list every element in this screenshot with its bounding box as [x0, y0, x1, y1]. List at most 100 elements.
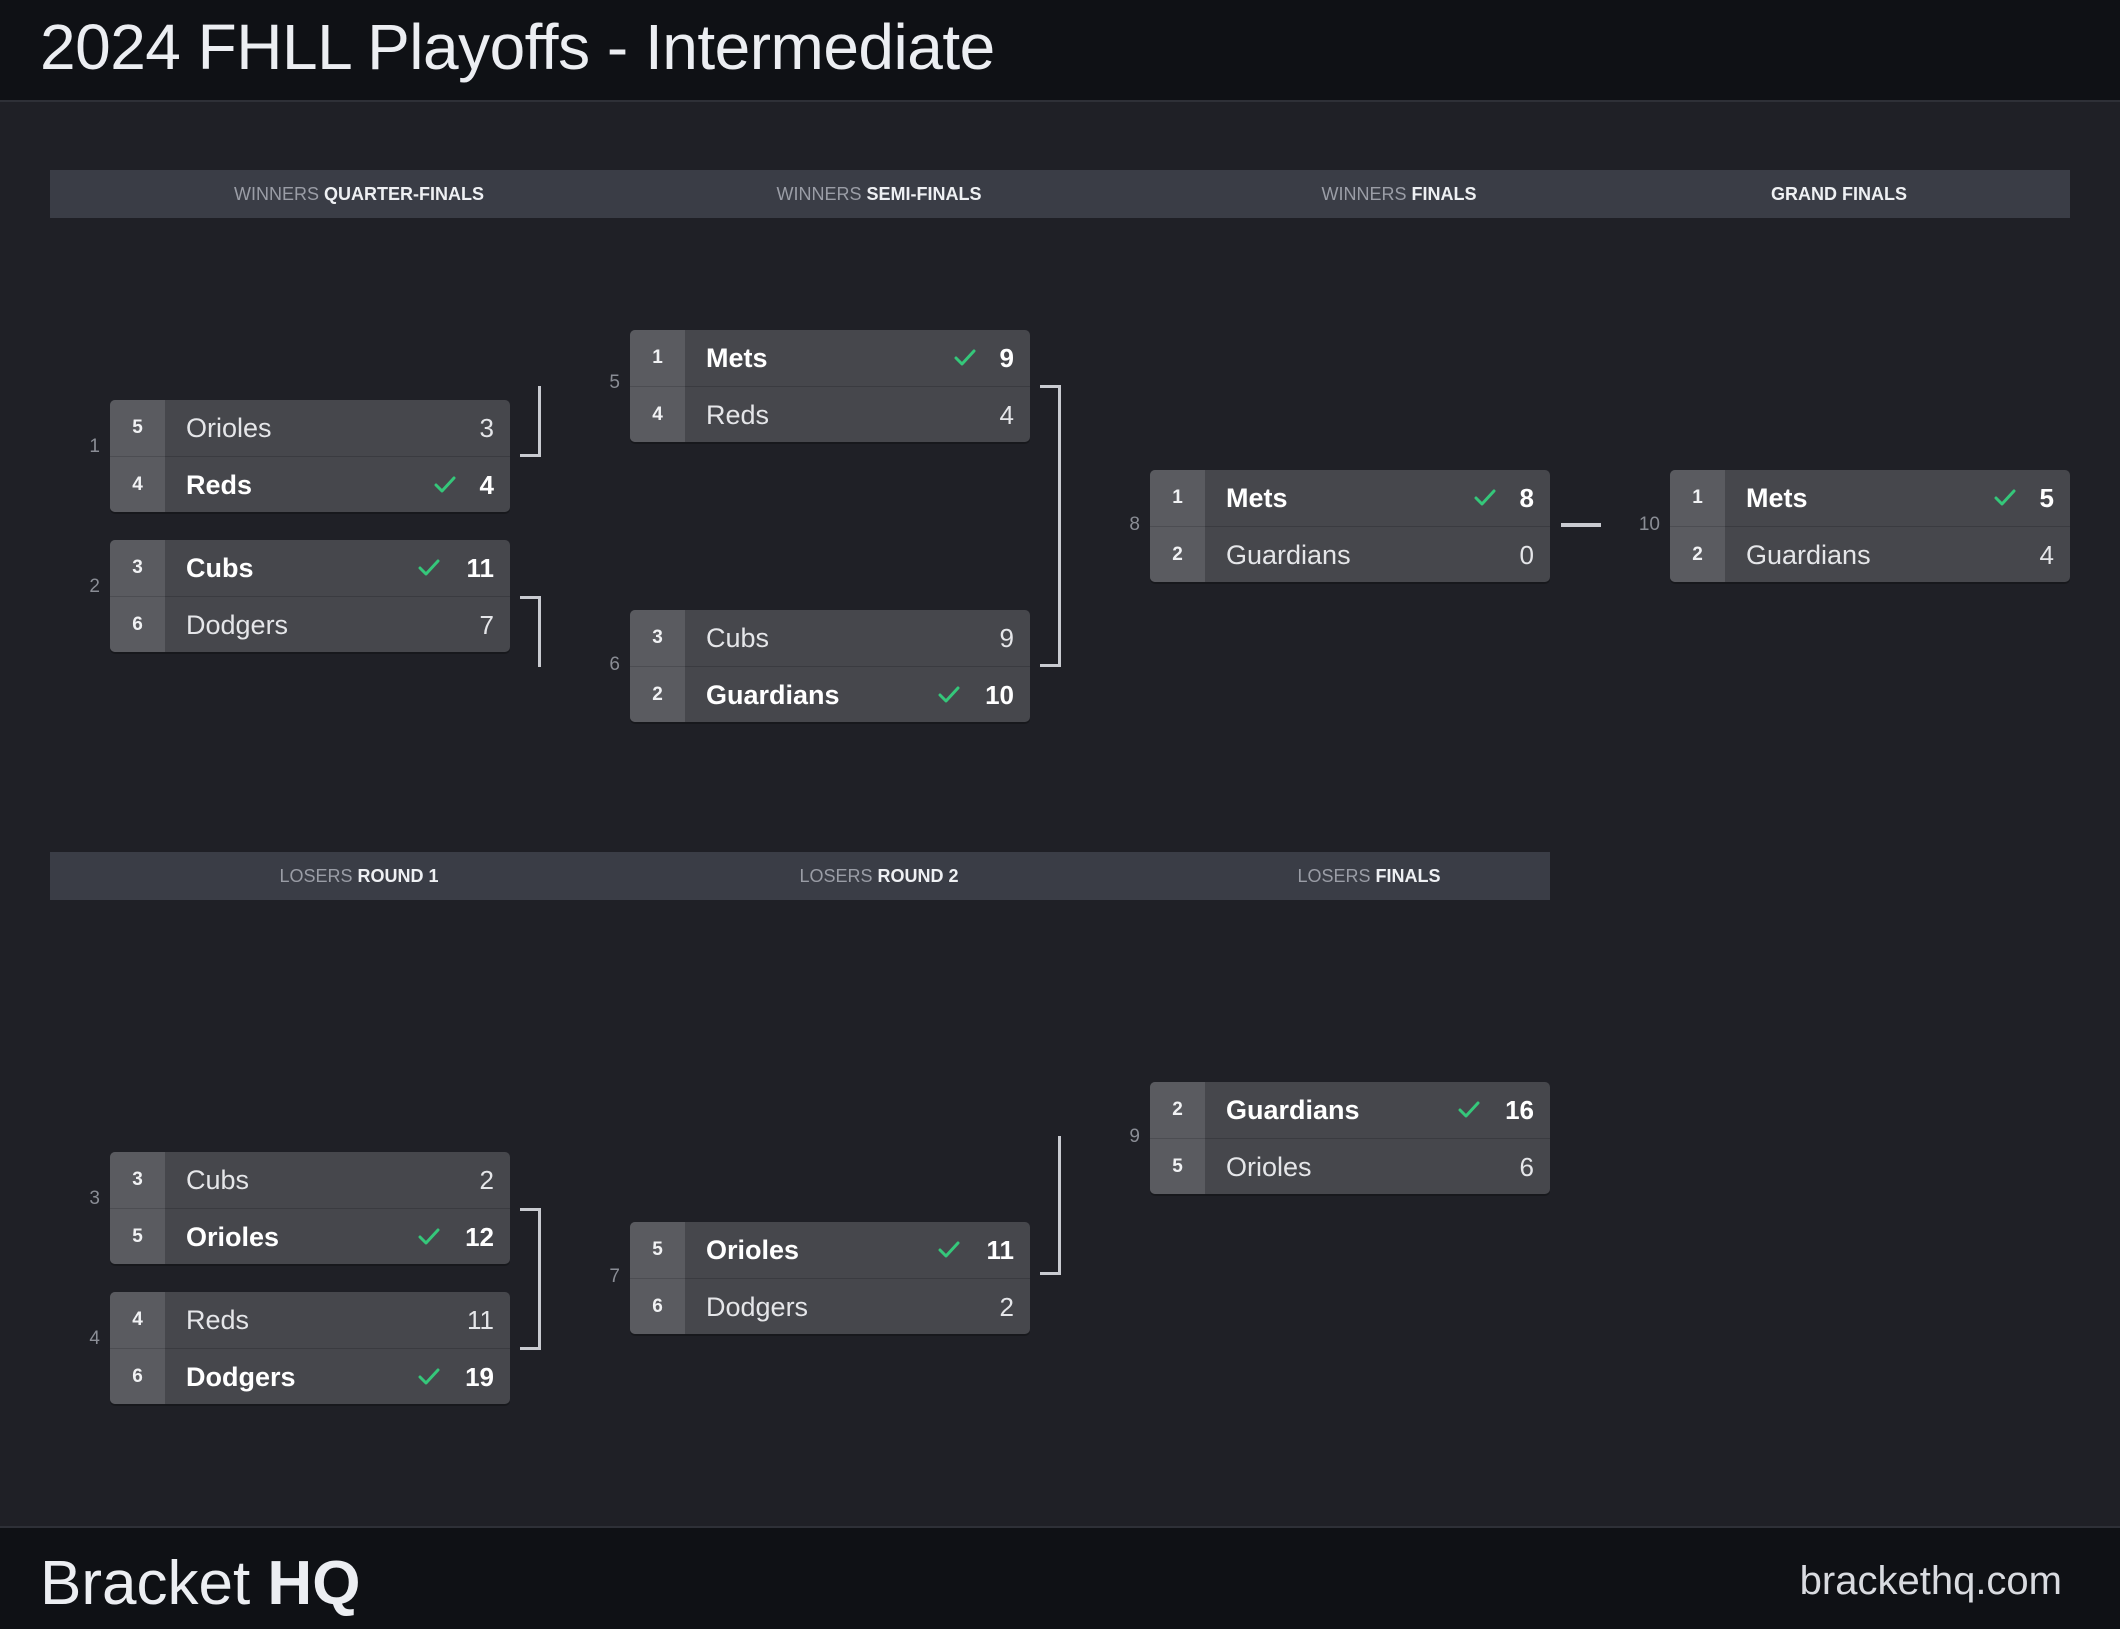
- footer-bar: Bracket HQ brackethq.com: [0, 1526, 2120, 1629]
- match-number: 5: [609, 372, 620, 393]
- team-name[interactable]: Guardians: [1746, 540, 1871, 570]
- round-header-winners-finals: WINNERS FINALS: [1321, 184, 1477, 204]
- team-name[interactable]: Orioles: [186, 413, 272, 443]
- page-title: 2024 FHLL Playoffs - Intermediate: [40, 11, 995, 83]
- round-header-losers-round-1: LOSERS ROUND 1: [279, 866, 439, 886]
- seed-number: 4: [630, 386, 685, 442]
- team-name[interactable]: Mets: [1226, 483, 1288, 513]
- connector-m8-m10: [1561, 523, 1601, 527]
- connector-m7-m9: [1040, 1136, 1061, 1275]
- seed-number: 3: [630, 610, 685, 666]
- team-score: 4: [479, 470, 494, 500]
- seed-number: 5: [110, 400, 165, 456]
- brand-logo[interactable]: Bracket HQ: [40, 1548, 360, 1619]
- round-header-winners-quarter-finals: WINNERS QUARTER-FINALS: [234, 184, 484, 204]
- match-number: 8: [1129, 514, 1140, 535]
- winner-check-icon: [418, 1367, 440, 1387]
- seed-number: 6: [110, 596, 165, 652]
- team-name[interactable]: Orioles: [706, 1235, 800, 1265]
- brand-logo-bold: HQ: [267, 1549, 361, 1618]
- seed-number: 4: [110, 456, 165, 512]
- header-bar: 2024 FHLL Playoffs - Intermediate: [0, 0, 2120, 102]
- team-name[interactable]: Orioles: [1226, 1152, 1312, 1182]
- team-name[interactable]: Reds: [186, 470, 253, 500]
- winner-check-icon: [1994, 488, 2016, 508]
- seed-number: 5: [1150, 1138, 1205, 1194]
- winner-check-icon: [418, 558, 440, 578]
- seed-number: 3: [110, 540, 165, 596]
- team-name[interactable]: Orioles: [186, 1222, 280, 1252]
- match-number: 2: [89, 576, 100, 597]
- team-name[interactable]: Dodgers: [186, 1362, 296, 1392]
- brand-logo-light: Bracket: [40, 1549, 268, 1618]
- team-name[interactable]: Mets: [1746, 483, 1808, 513]
- seed-number: 1: [1150, 470, 1205, 526]
- winner-check-icon: [1474, 488, 1496, 508]
- winner-check-icon: [938, 1240, 960, 1260]
- round-header-losers-finals: LOSERS FINALS: [1297, 866, 1441, 886]
- team-name[interactable]: Guardians: [1226, 540, 1351, 570]
- winner-check-icon: [938, 685, 960, 705]
- team-name[interactable]: Reds: [186, 1305, 250, 1335]
- team-score: 0: [1519, 540, 1534, 570]
- team-score: 4: [2039, 540, 2054, 570]
- team-name[interactable]: Dodgers: [186, 610, 289, 640]
- match-number: 10: [1638, 514, 1660, 535]
- team-row[interactable]: 4 Reds 4: [110, 456, 510, 512]
- team-name[interactable]: Mets: [706, 343, 768, 373]
- team-name[interactable]: Cubs: [706, 623, 770, 653]
- team-name[interactable]: Dodgers: [706, 1292, 809, 1322]
- site-link[interactable]: brackethq.com: [1799, 1559, 2062, 1603]
- team-name[interactable]: Cubs: [186, 553, 254, 583]
- team-name[interactable]: Cubs: [186, 1165, 250, 1195]
- seed-number: 3: [110, 1152, 165, 1208]
- winner-check-icon: [434, 475, 456, 495]
- match-number: 3: [89, 1188, 100, 1209]
- team-name[interactable]: Reds: [706, 400, 770, 430]
- seed-number: 2: [630, 666, 685, 722]
- seed-number: 6: [630, 1278, 685, 1334]
- team-name[interactable]: Guardians: [1226, 1095, 1360, 1125]
- team-score: 19: [465, 1362, 494, 1392]
- team-name[interactable]: Guardians: [706, 680, 840, 710]
